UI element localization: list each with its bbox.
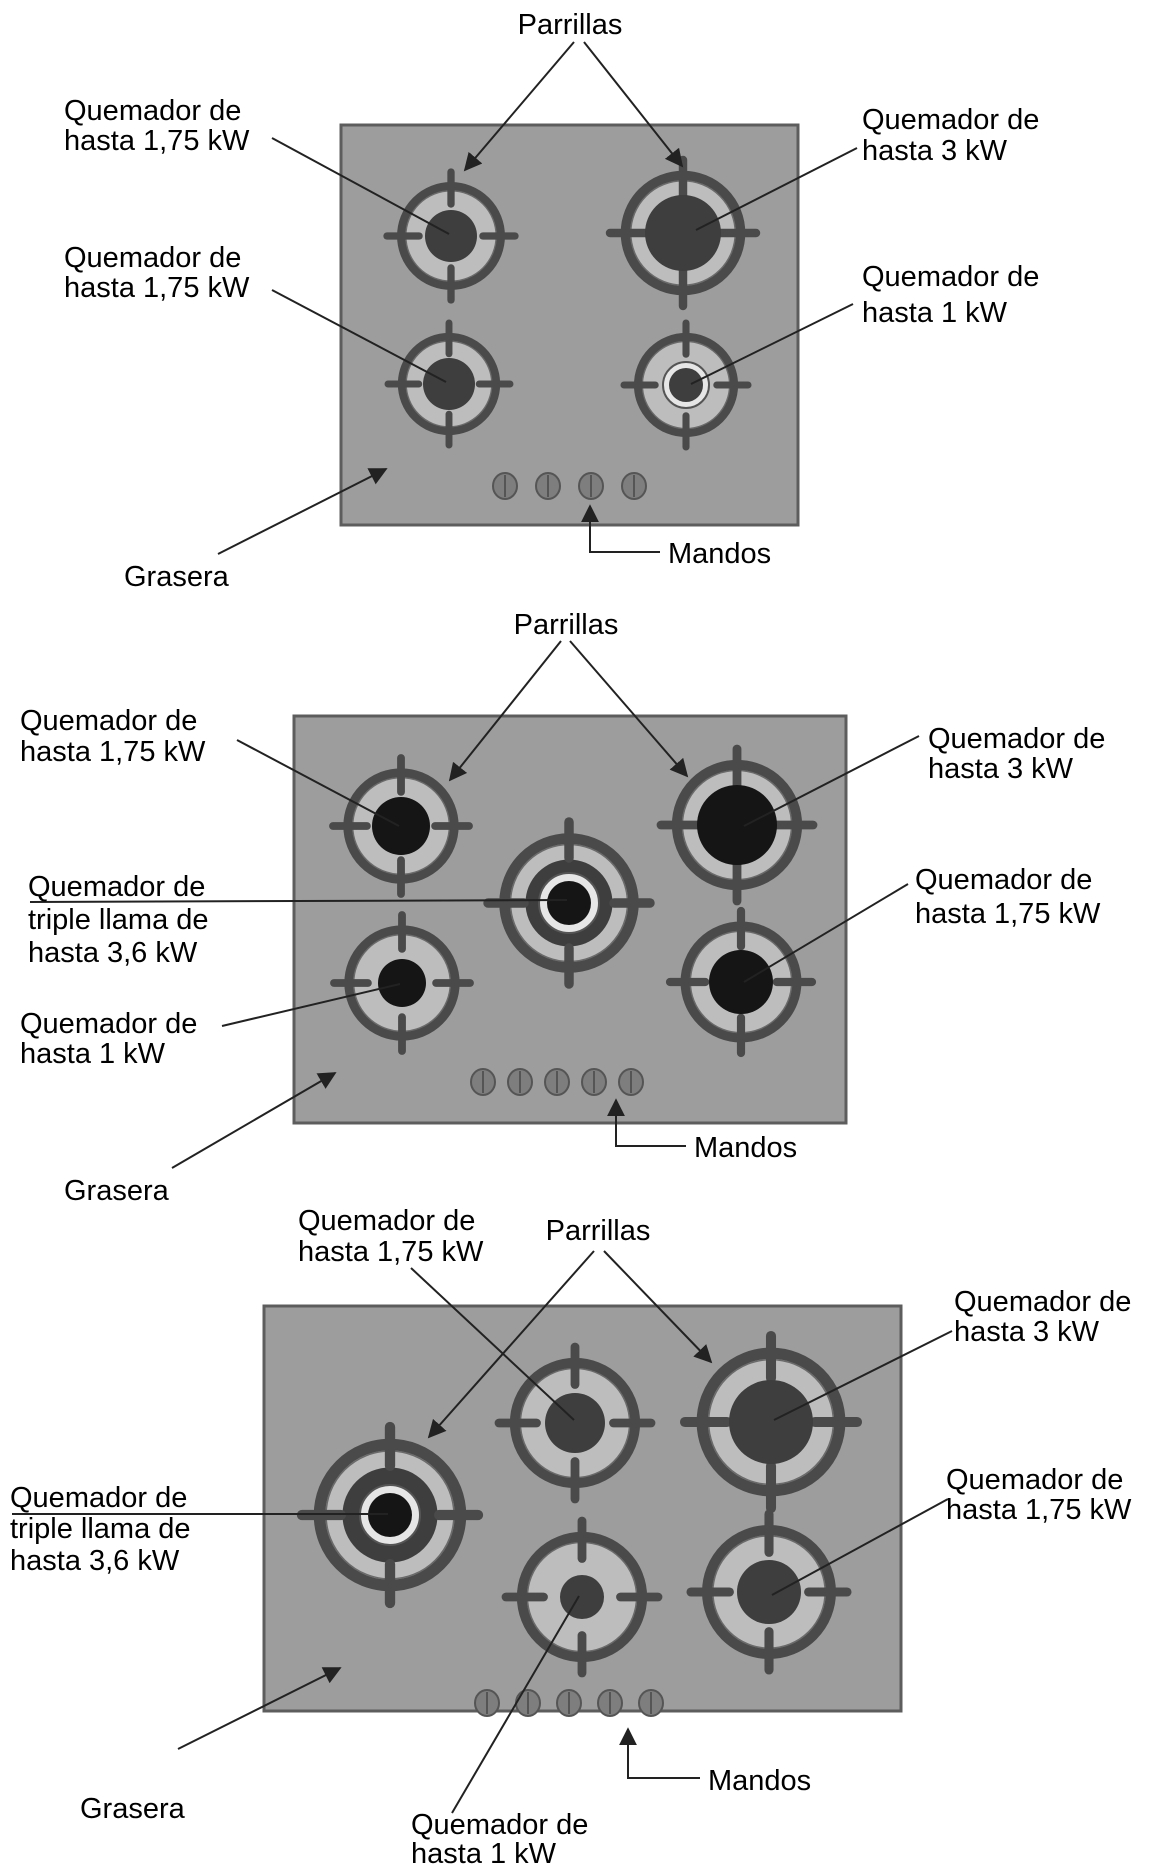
leader-line (743, 883, 909, 983)
burner (656, 744, 818, 906)
burner-cap (423, 358, 475, 410)
label-parrillas: Parrillas (514, 609, 619, 641)
label-grasera: Grasera (80, 1793, 186, 1825)
grasera-arrow (217, 468, 388, 555)
burner-cap (372, 797, 430, 855)
burner-cap (368, 1493, 412, 1537)
burner (501, 1516, 663, 1678)
burner-cap (709, 950, 773, 1014)
leader-line (695, 147, 858, 231)
mandos-arrow (619, 1727, 700, 1779)
burner (679, 1330, 863, 1514)
knob-row (474, 1689, 664, 1717)
leader-line (29, 899, 568, 903)
burner (330, 911, 474, 1055)
burner-cap (645, 195, 721, 271)
mandos-arrow (607, 1098, 686, 1147)
burner-cap (737, 1560, 801, 1624)
parrillas-arrow (448, 640, 562, 782)
mandos-arrow (581, 504, 660, 553)
parrillas-arrow (603, 1250, 713, 1364)
label-grasera: Grasera (124, 561, 230, 593)
leader-line (271, 289, 447, 383)
label-mandos: Mandos (668, 538, 771, 570)
burner (686, 1509, 852, 1675)
burner-cap (547, 881, 591, 925)
burner (384, 319, 514, 449)
leader-line (236, 739, 400, 827)
parrillas-arrow (463, 41, 575, 172)
label-mandos: Mandos (708, 1765, 811, 1797)
leader-line (410, 1267, 575, 1421)
burner-cap (378, 959, 426, 1007)
knob-row (470, 1068, 644, 1096)
leader-line (771, 1498, 949, 1596)
parrillas-arrow (583, 41, 684, 168)
leader-line (271, 137, 450, 235)
parrillas-arrow (427, 1250, 595, 1439)
burner-cap (560, 1575, 604, 1619)
burner (296, 1421, 484, 1609)
burner-cap (729, 1380, 813, 1464)
leader-line (451, 1595, 580, 1814)
cooktop-panel (339, 123, 800, 527)
burner-cap (425, 210, 477, 262)
grasera-arrow (171, 1072, 337, 1169)
leader-line (743, 735, 920, 827)
label-parrillas: Parrillas (546, 1215, 651, 1247)
leader-line (690, 303, 854, 385)
label-parrillas: Parrillas (518, 9, 623, 41)
label-grasera: Grasera (64, 1175, 170, 1207)
burner-cap (697, 785, 777, 865)
burner (483, 817, 655, 989)
knob-row (492, 472, 647, 500)
burner (665, 906, 817, 1058)
leader-line (221, 983, 401, 1027)
burner-cap (669, 368, 703, 402)
grasera-arrow (177, 1667, 342, 1750)
leader-line (773, 1330, 953, 1421)
burner (383, 168, 519, 304)
burner (605, 155, 761, 311)
burner (329, 754, 473, 898)
burner (620, 319, 752, 451)
parrillas-arrow (569, 640, 689, 778)
label-mandos: Mandos (694, 1132, 797, 1164)
